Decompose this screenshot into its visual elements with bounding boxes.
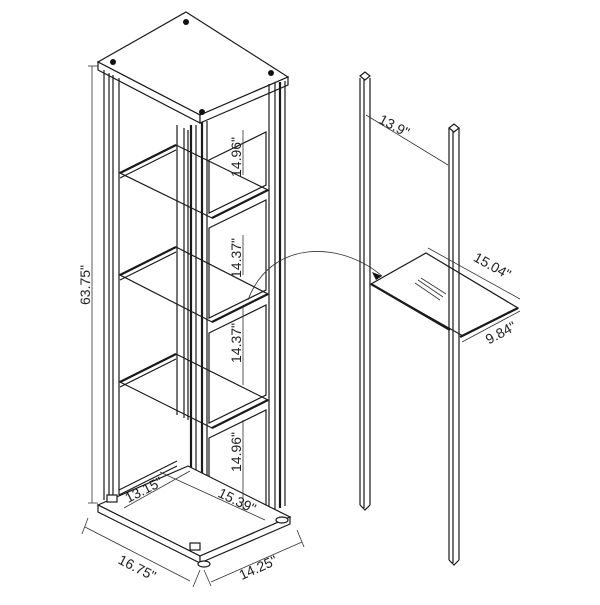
cabinet-base — [96, 465, 292, 568]
label-bottom-section-height: 14.96" — [228, 432, 244, 472]
dimension-overall-height: 63.75" — [77, 65, 98, 504]
screw-hole — [110, 59, 116, 65]
left-post — [103, 70, 120, 500]
label-shelf-length: 15.04" — [471, 249, 514, 282]
cabinet-assembly — [96, 11, 292, 568]
dimension-section-heights: 14.96" 14.37" 14.37" 14.96" — [228, 130, 244, 510]
label-middle-upper-height: 14.37" — [228, 238, 244, 278]
label-overall-height: 63.75" — [77, 265, 93, 305]
label-base-width: 16.75" — [116, 551, 159, 583]
detail-callout-arrow — [247, 251, 383, 301]
label-top-section-height: 14.96" — [228, 137, 244, 177]
right-post — [268, 81, 286, 510]
screw-hole — [183, 19, 189, 25]
screw-hole — [268, 70, 274, 76]
shelf-support-posts — [359, 71, 460, 566]
back-post — [176, 125, 189, 420]
label-post-spacing: 13.9" — [376, 111, 412, 140]
glass-shelf-3 — [118, 353, 270, 429]
glass-shelf-detail — [369, 252, 520, 338]
label-base-depth: 14.25" — [236, 552, 279, 583]
screw-hole — [199, 109, 205, 115]
glass-shelf-1 — [118, 144, 270, 219]
label-middle-lower-height: 14.37" — [228, 323, 244, 363]
dimension-post-spacing: 13.9" — [365, 111, 449, 166]
cabinet-top — [96, 11, 290, 124]
glass-shelf-2 — [118, 246, 270, 323]
